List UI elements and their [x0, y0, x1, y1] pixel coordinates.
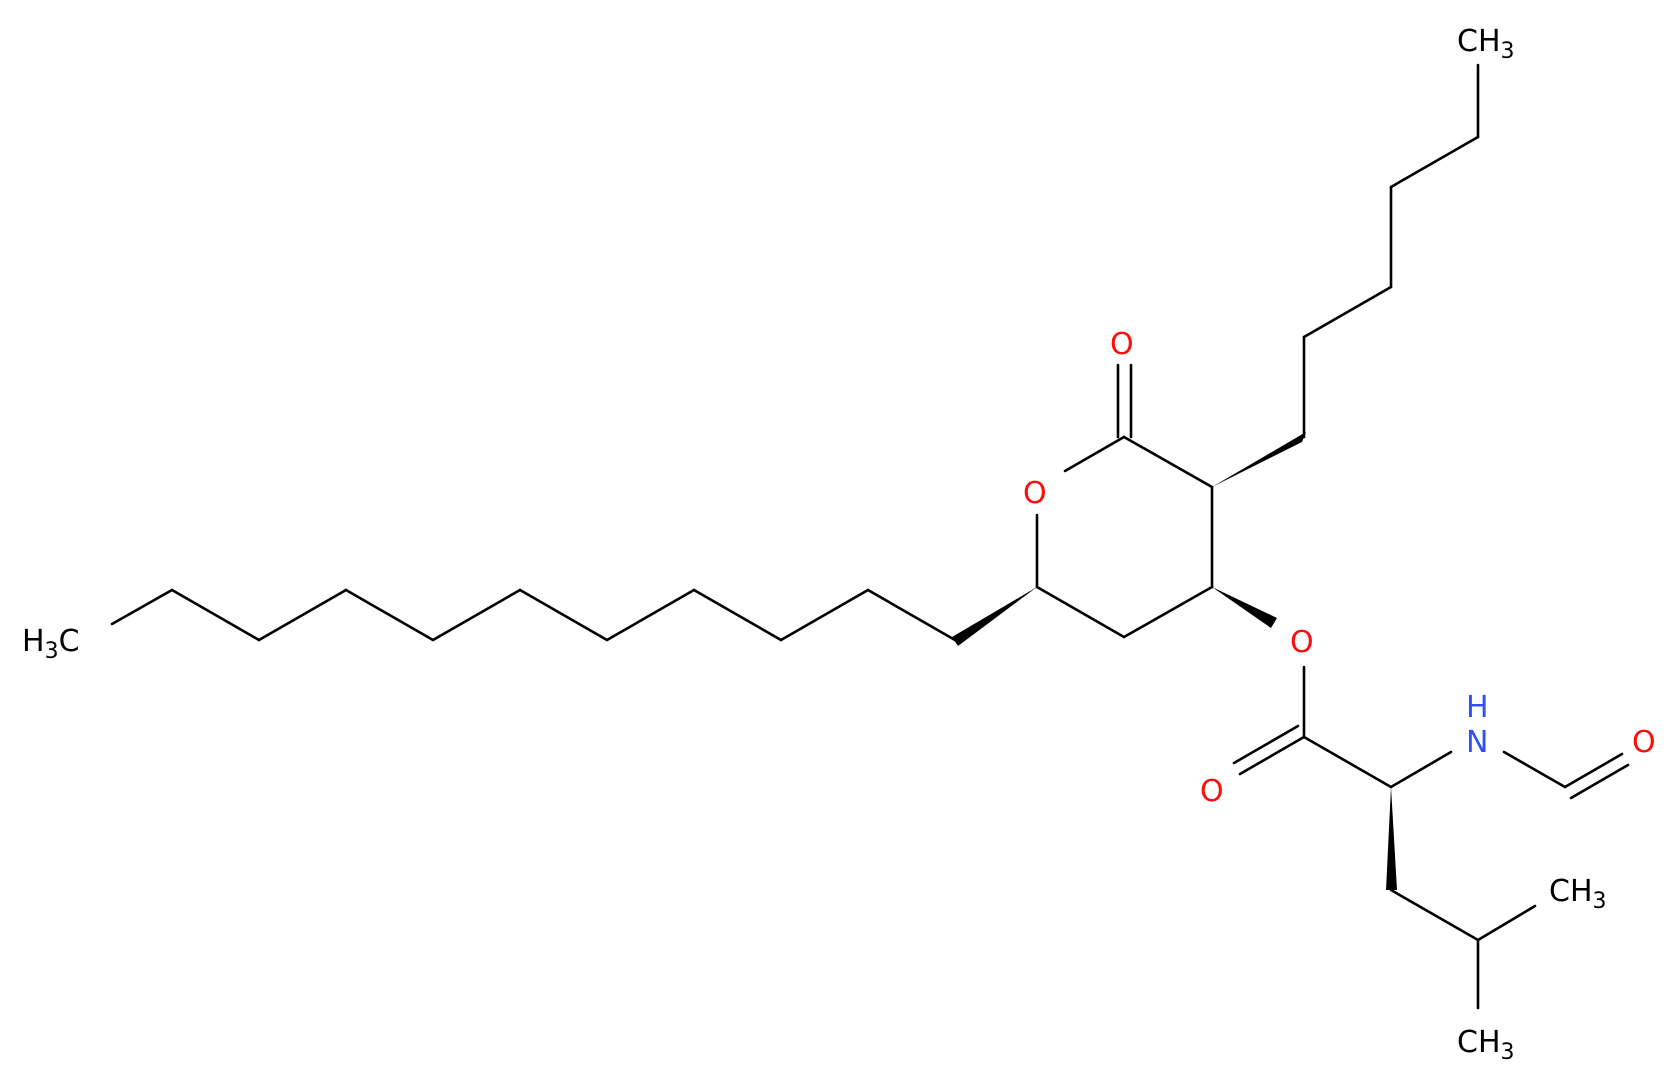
oxygen-label-ester: O	[1290, 625, 1314, 660]
isobutyl-group	[1389, 888, 1537, 1010]
stereo-wedge-hexyl	[1212, 432, 1306, 487]
methyl-label-hexyl-end: CH3	[1457, 24, 1515, 64]
stereo-wedge-leucine	[1386, 787, 1397, 890]
stereo-wedge-undecyl	[952, 587, 1037, 646]
oxygen-label-ester-carbonyl: O	[1200, 774, 1224, 809]
methyl-label-undecyl-end: H3C	[22, 624, 80, 664]
methyl-label-isopropyl-upper: CH3	[1549, 874, 1607, 914]
oxygen-label-ring: O	[1023, 476, 1047, 511]
lactone-ring	[1035, 363, 1214, 639]
undecyl-chain	[110, 588, 957, 642]
oxygen-label-lactone-carbonyl: O	[1110, 327, 1134, 362]
formyl-group	[1502, 750, 1630, 800]
oxygen-label-formyl: O	[1632, 725, 1656, 760]
nitrogen-h-label: H	[1466, 690, 1489, 725]
nitrogen-label: N	[1466, 725, 1488, 760]
stereo-wedge-ester	[1212, 587, 1277, 628]
methyl-label-isopropyl-lower: CH3	[1457, 1025, 1515, 1065]
ester-group	[1232, 665, 1453, 789]
hexyl-chain	[1302, 63, 1480, 439]
